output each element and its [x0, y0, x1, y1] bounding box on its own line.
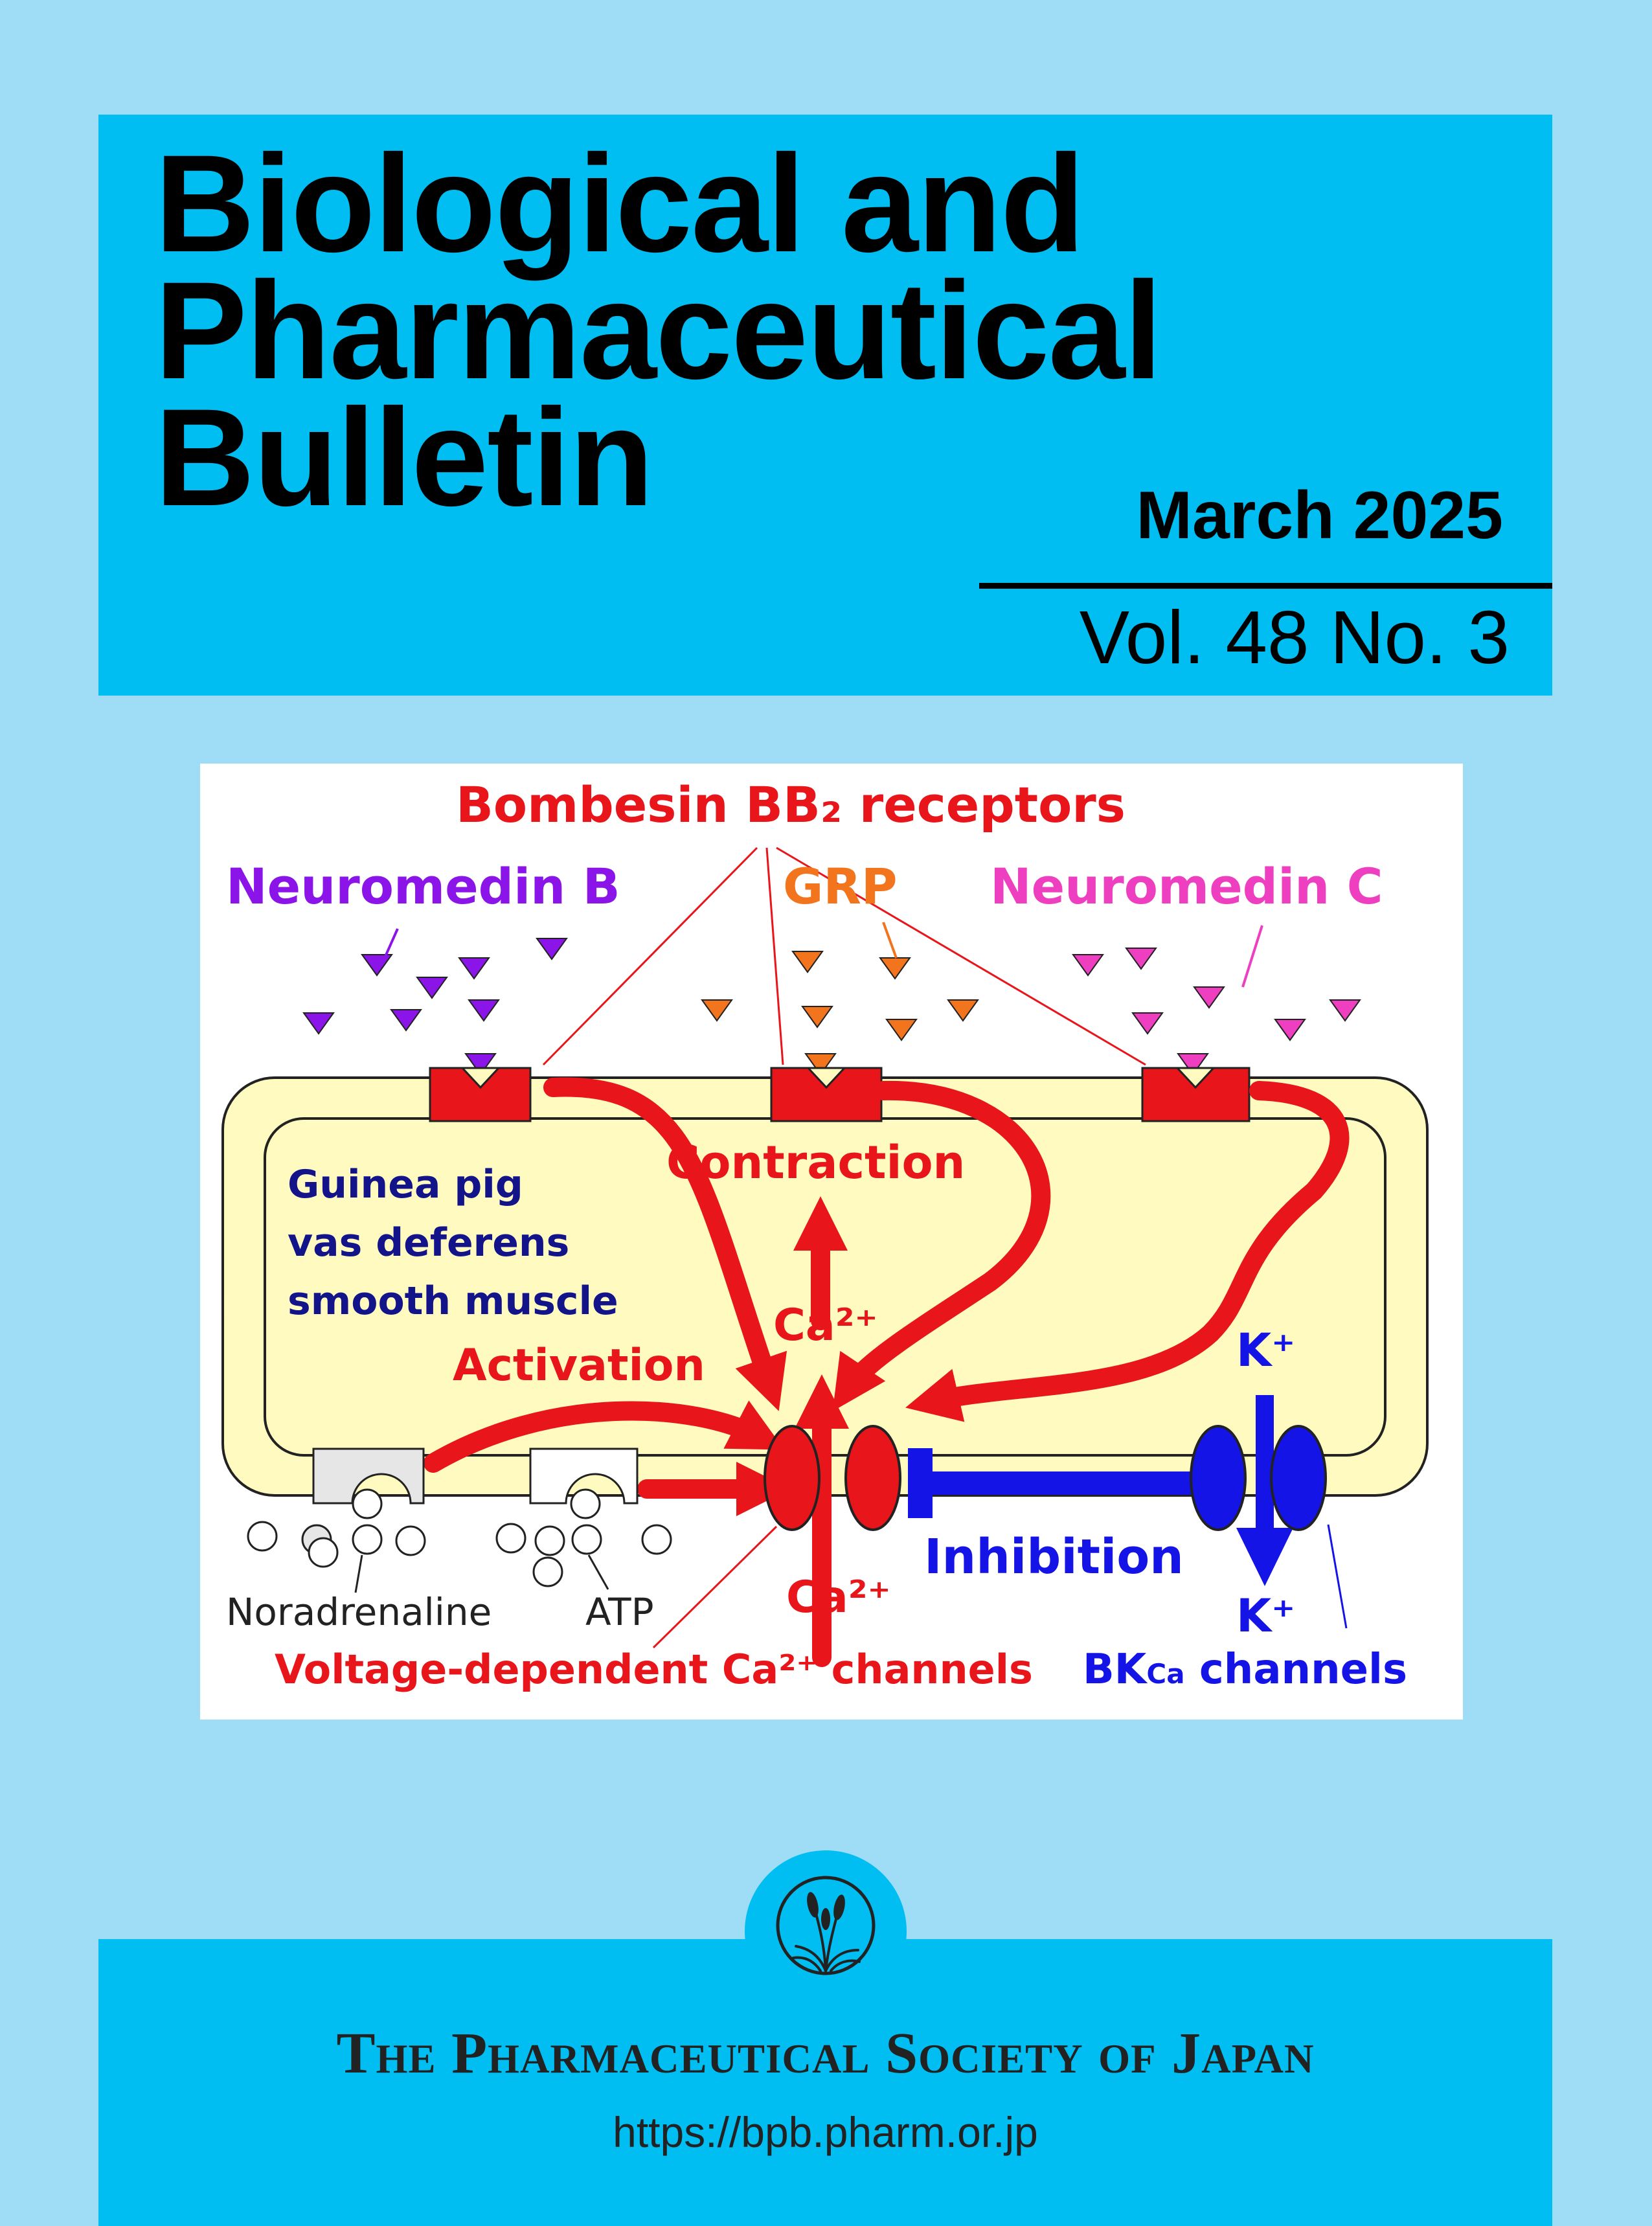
ca-lower-label: Ca²⁺	[786, 1572, 890, 1623]
cell-label-line-2: vas deferens	[288, 1220, 569, 1266]
vdcc-label: Voltage-dependent Ca²⁺ channels	[275, 1646, 1033, 1693]
noradrenaline-receptor	[312, 1448, 425, 1505]
cover-figure: Bombesin BB₂ receptors Neuromedin B GRP …	[200, 764, 1463, 1720]
transmitter-molecules	[247, 1488, 672, 1587]
noradrenaline-label: Noradrenaline	[226, 1590, 492, 1634]
ligand-neuromedin-b: Neuromedin B	[226, 857, 620, 915]
k-efflux-arrowhead	[1236, 1528, 1293, 1586]
bk-leader-line	[1327, 1524, 1348, 1629]
neuromedin-c-molecules	[1072, 948, 1361, 1076]
neuromedin-b-pointer	[383, 928, 399, 959]
ligand-neuromedin-c: Neuromedin C	[990, 857, 1383, 915]
ligand-grp: GRP	[783, 857, 898, 915]
mechanism-diagram: Bombesin BB₂ receptors Neuromedin B GRP …	[221, 776, 1429, 1694]
grp-pointer	[882, 922, 898, 959]
title-line-2: Pharmaceutical	[155, 253, 1162, 408]
bk-channel-left	[1190, 1425, 1247, 1531]
header-banner: Biological and Pharmaceutical Bulletin M…	[98, 115, 1552, 696]
society-logo-icon	[776, 1876, 876, 1975]
signaling-pathways	[424, 1077, 1350, 1667]
cell-label-line-1: Guinea pig	[288, 1162, 523, 1207]
issue-date: March 2025	[1136, 478, 1503, 553]
title-line-3: Bulletin	[155, 380, 654, 535]
cell-label-line-3: smooth muscle	[288, 1278, 618, 1324]
receptor-leader-lines	[542, 846, 1146, 1066]
society-name: The Pharmaceutical Society of Japan	[336, 2021, 1315, 2085]
divider-rule	[979, 583, 1552, 589]
atp-pointer	[587, 1554, 609, 1590]
journal-title: Biological and Pharmaceutical Bulletin	[155, 126, 1162, 535]
neuromedin-b-molecules	[302, 938, 568, 1076]
volume-number: Vol. 48 No. 3	[1079, 595, 1510, 679]
atp-label: ATP	[585, 1590, 654, 1634]
k-lower-label: K⁺	[1236, 1589, 1295, 1642]
vdcc-left	[764, 1425, 820, 1531]
k-upper-label: K⁺	[1236, 1324, 1295, 1377]
noradrenaline-pointer	[354, 1554, 363, 1593]
receptor-label: Bombesin BB₂ receptors	[456, 776, 1126, 834]
footer-banner: The Pharmaceutical Society of Japan http…	[98, 1939, 1552, 2226]
neuromedin-c-pointer	[1241, 925, 1263, 988]
title-line-1: Biological and	[155, 126, 1085, 281]
grp-molecules	[701, 951, 979, 1076]
vdcc-right	[844, 1425, 901, 1531]
inhibition-bar-end	[908, 1448, 933, 1518]
bk-channel-right	[1270, 1425, 1327, 1531]
k-efflux-arrow-shaft	[1256, 1395, 1274, 1531]
contraction-label: Contraction	[666, 1136, 965, 1189]
journal-url: https://bpb.pharm.or.jp	[613, 2108, 1038, 2156]
atp-receptor	[529, 1448, 639, 1505]
ca-upper-label: Ca²⁺	[773, 1300, 877, 1351]
vdcc-leader-line	[652, 1525, 778, 1649]
bb2-receptors	[429, 1067, 1250, 1122]
inhibition-bar	[919, 1471, 1214, 1495]
bk-channels-label: BKCa channels	[1083, 1646, 1407, 1694]
activation-label: Activation	[453, 1340, 705, 1391]
inhibition-label: Inhibition	[924, 1529, 1184, 1585]
